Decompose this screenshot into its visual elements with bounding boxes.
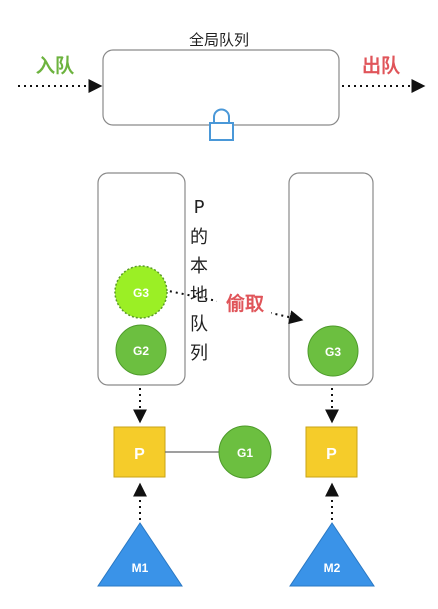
goroutine-g3-stolen-label: G3 bbox=[133, 286, 149, 300]
enqueue-label: 入队 bbox=[36, 54, 75, 77]
steal-arrow bbox=[163, 289, 304, 325]
goroutine-g1 bbox=[218, 425, 272, 479]
local-queue-label-char: 列 bbox=[190, 343, 208, 364]
processor-left-label: P bbox=[134, 446, 145, 463]
machine-m2 bbox=[289, 522, 375, 587]
processor-right bbox=[305, 426, 358, 478]
goroutine-g1-label: G1 bbox=[237, 446, 253, 460]
global-queue-box bbox=[102, 49, 340, 126]
lock-icon bbox=[209, 108, 234, 141]
local-queue-right-box bbox=[288, 172, 374, 386]
global-queue-label: 全局队列 bbox=[189, 31, 249, 49]
machine-m1-label: M1 bbox=[132, 561, 149, 575]
goroutine-g2-label: G2 bbox=[133, 344, 149, 358]
local-queue-label-char: 的 bbox=[190, 227, 208, 248]
dequeue-label: 出队 bbox=[362, 54, 401, 77]
local-queue-label: P 的 本 地 队 列 bbox=[190, 197, 208, 364]
machine-m1 bbox=[97, 522, 183, 587]
local-queue-label-char: 本 bbox=[190, 256, 208, 277]
processor-right-label: P bbox=[326, 446, 337, 463]
goroutine-g3-label: G3 bbox=[325, 345, 341, 359]
steal-label-bg bbox=[217, 289, 271, 315]
steal-label: 偷取 bbox=[226, 292, 264, 315]
goroutine-g2 bbox=[115, 324, 167, 376]
goroutine-g3 bbox=[307, 325, 359, 377]
machine-m2-label: M2 bbox=[324, 561, 341, 575]
local-queue-label-char: 队 bbox=[190, 314, 208, 335]
processor-left bbox=[113, 426, 166, 478]
local-queue-label-char: 地 bbox=[190, 285, 208, 306]
goroutine-g3-stolen bbox=[114, 265, 168, 319]
local-queue-label-char: P bbox=[194, 197, 205, 218]
